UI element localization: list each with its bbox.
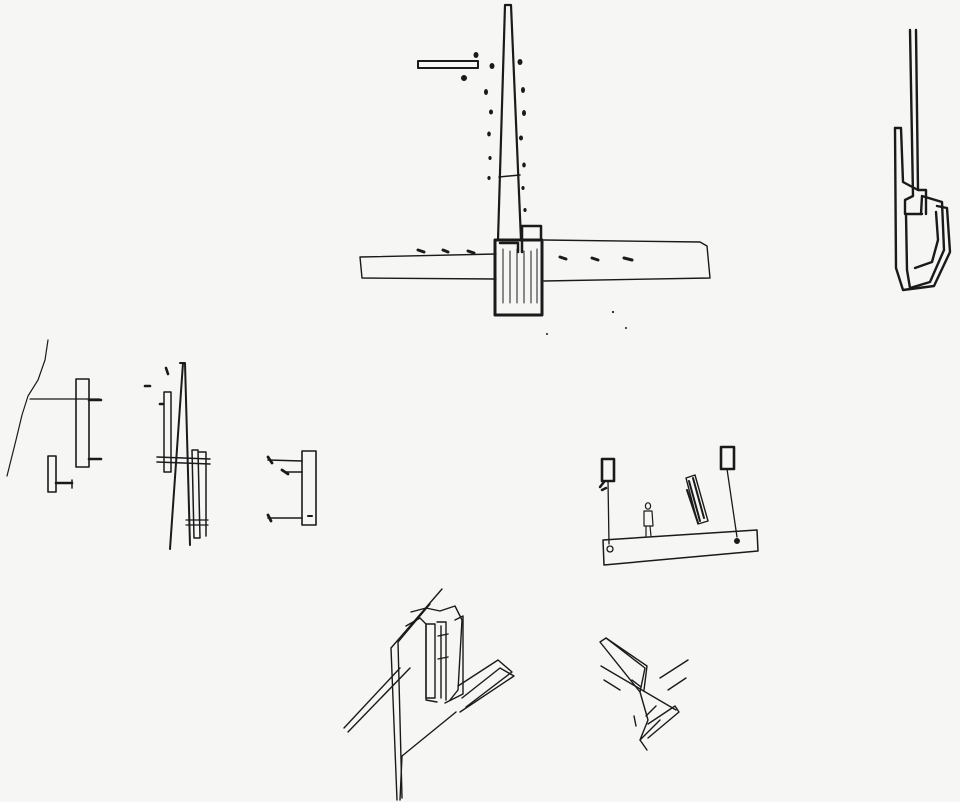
slope-elevation-sketch: [6, 339, 103, 493]
blade-elevation-sketch: [143, 362, 211, 550]
spire-plan-sketch: [359, 3, 711, 335]
slab-axonometric-sketch: [599, 637, 689, 751]
platform-elevation-sketch: [598, 445, 759, 566]
folded-section-sketch: [893, 28, 952, 292]
walls-axonometric-sketch: [343, 588, 515, 801]
plank-elevation-sketch: [266, 450, 317, 526]
